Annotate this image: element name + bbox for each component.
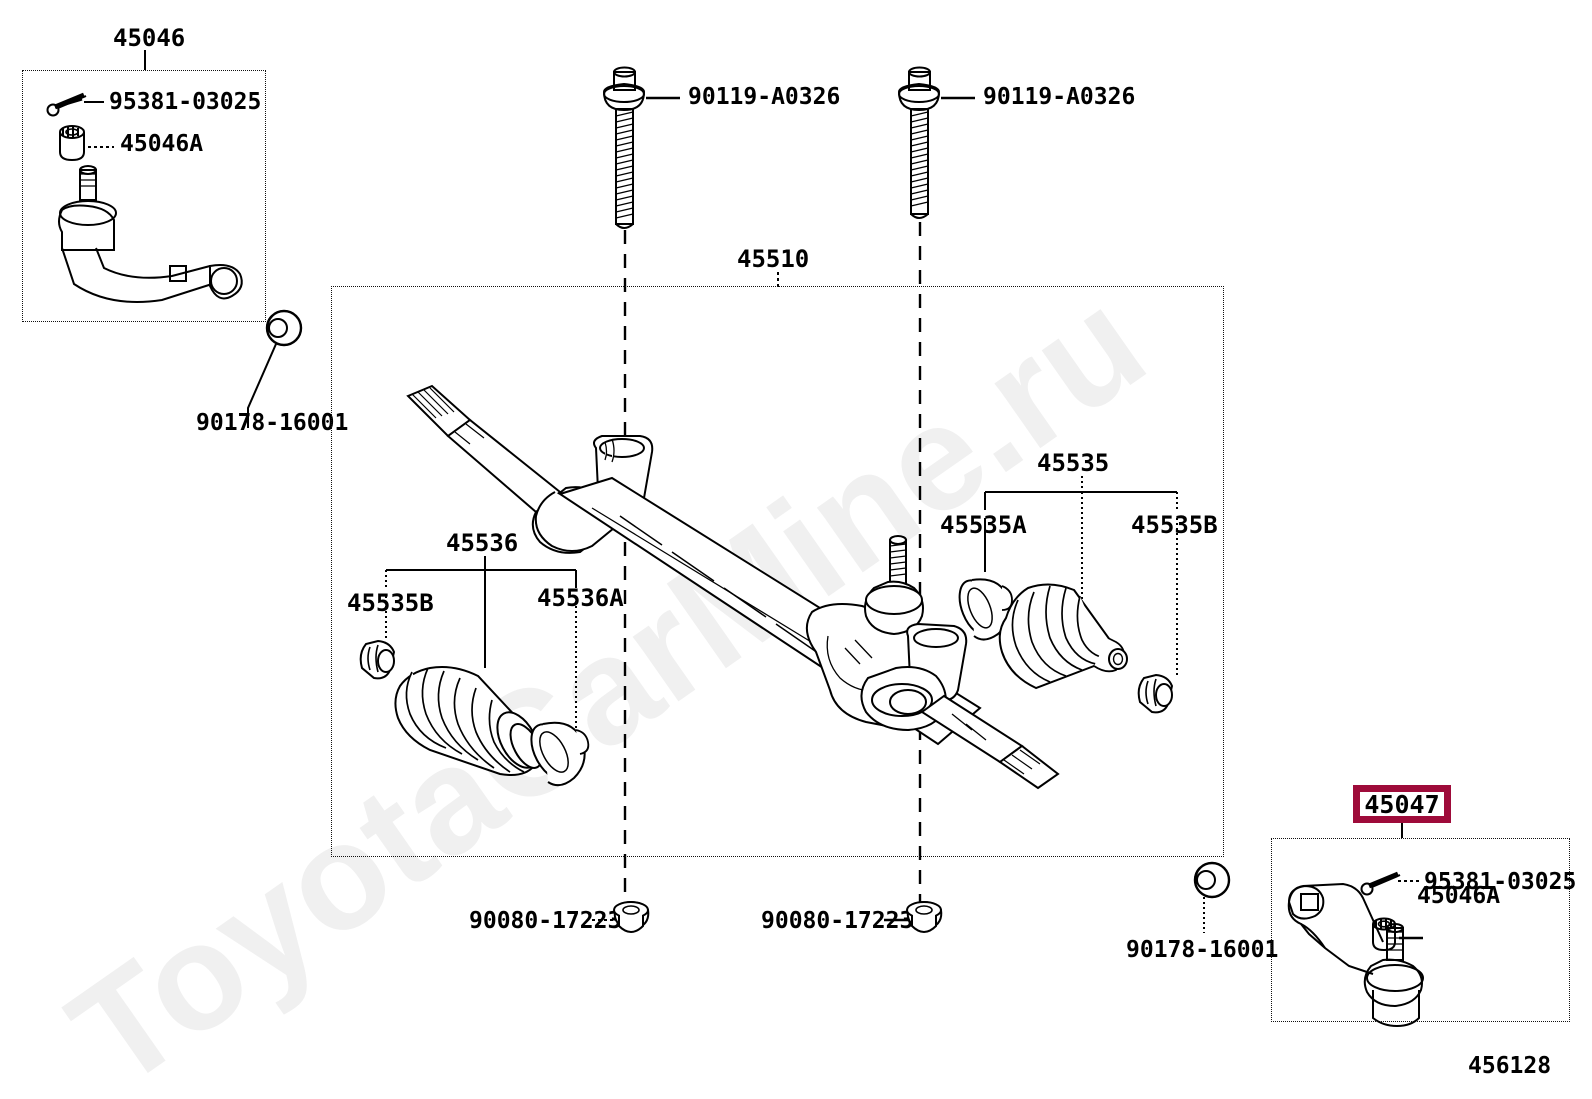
boot-clamp-small-icon — [359, 639, 396, 680]
washer-icon — [265, 309, 303, 347]
callout-95381-03025-left: 95381-03025 — [109, 89, 262, 115]
castle-nut-left-group — [59, 125, 114, 162]
callout-45535A: 45535A — [940, 511, 1027, 539]
tie-rod-end-icon — [58, 165, 243, 303]
highlight-badge-label: 45047 — [1364, 789, 1440, 819]
callout-90178-16001-right: 90178-16001 — [1126, 937, 1279, 963]
callout-90178-16001-left: 90178-16001 — [196, 410, 349, 436]
callout-90080-17223-left: 90080-17223 — [469, 908, 622, 934]
callout-45535B-left: 45535B — [347, 589, 434, 617]
kit-box-45047 — [1271, 838, 1570, 1022]
washer-icon — [1193, 861, 1231, 899]
kit-box-45046 — [22, 70, 266, 322]
washer-left-group — [247, 309, 303, 428]
steering-rack-boot-icon — [394, 666, 543, 776]
tie-rod-end-left — [58, 165, 243, 303]
callout-45535B-right: 45535B — [1131, 511, 1218, 539]
steering-rack-boot-icon — [998, 583, 1128, 690]
castle-nut-icon — [59, 125, 85, 162]
bolt-left-group — [602, 66, 680, 229]
flange-nut-icon — [906, 900, 943, 934]
callout-45046A-left: 45046A — [120, 131, 204, 157]
callout-45536: 45536 — [446, 529, 519, 557]
cotter-pin-icon — [46, 92, 87, 117]
box-title-45046: 45046 — [113, 24, 186, 52]
highlight-badge-45047: 45047 — [1353, 785, 1451, 823]
diagram-reference-number: 456128 — [1468, 1053, 1552, 1079]
tie-rod-end-right — [1287, 882, 1424, 1028]
box-title-45510: 45510 — [737, 245, 810, 273]
cotter-pin-icon — [1360, 871, 1401, 896]
callout-45046A-right: 45046A — [1417, 883, 1501, 909]
cotter-pin-right-group — [1360, 871, 1421, 896]
flange-nut-icon — [613, 900, 650, 934]
tie-rod-end-icon — [1287, 882, 1424, 1028]
boot-clamp-small-icon — [1137, 673, 1174, 714]
boot-clamp-large-icon — [958, 578, 1013, 641]
assembly-box-45510 — [331, 286, 1224, 857]
bolt-icon — [602, 66, 646, 229]
boot-clamp-large-icon — [530, 721, 590, 787]
callout-95381-03025-right: 95381-03025 — [1424, 869, 1577, 895]
bolt-icon — [897, 66, 941, 219]
washer-right-group — [1193, 861, 1231, 933]
callout-45536A: 45536A — [537, 584, 624, 612]
callout-90119-A0326-right: 90119-A0326 — [983, 84, 1136, 110]
steering-gear-rack-icon — [406, 384, 1060, 790]
bolt-right-group — [897, 66, 975, 219]
callout-90119-A0326-left: 90119-A0326 — [688, 84, 841, 110]
cotter-pin-left-group — [46, 92, 104, 117]
callout-45535: 45535 — [1037, 449, 1110, 477]
